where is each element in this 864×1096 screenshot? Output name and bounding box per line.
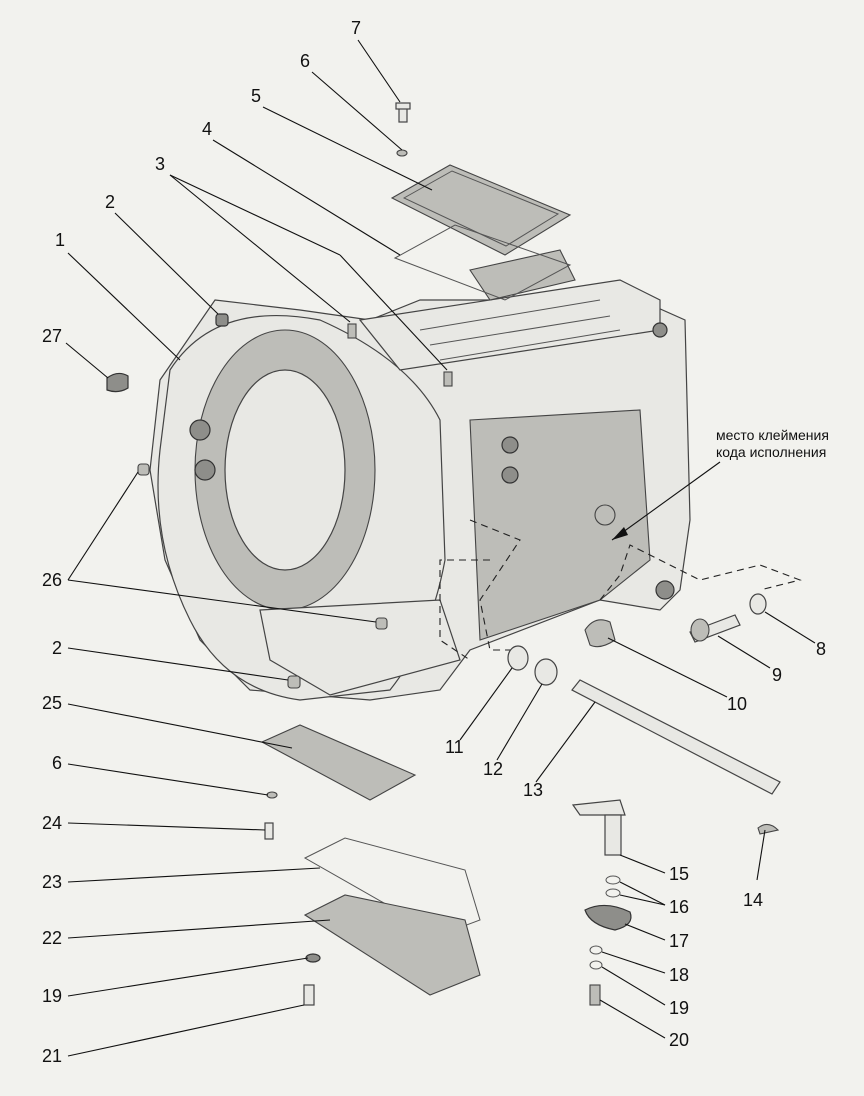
washer-18: [589, 945, 603, 955]
callout-4: 4: [202, 119, 212, 139]
ring-16b: [605, 888, 621, 898]
bolt-20: [589, 984, 601, 1006]
cover-25: [260, 724, 417, 801]
leader-lines: [65, 39, 816, 1057]
cover-5: [390, 164, 572, 256]
plug-26a: [137, 463, 150, 476]
shaft-13: [571, 679, 781, 795]
callout-13: 13: [523, 780, 543, 800]
stamping-note-line1: место клеймения: [716, 427, 829, 443]
callout-8: 8: [816, 639, 826, 659]
gasket-4: [393, 224, 572, 301]
callout-1: 1: [55, 230, 65, 250]
callout-6-top: 6: [300, 51, 310, 71]
plug-10: [584, 619, 616, 648]
gearbox-housing: [149, 249, 691, 701]
ring-11: [507, 645, 529, 671]
stamping-note-line2: кода исполнения: [716, 444, 826, 460]
cap-27: [106, 372, 129, 393]
callout-21: 21: [42, 1046, 62, 1066]
callout-9: 9: [772, 665, 782, 685]
plug-26b: [375, 617, 388, 630]
washer-19-left: [305, 953, 321, 963]
callout-18: 18: [669, 965, 689, 985]
callout-22: 22: [42, 928, 62, 948]
callout-15: 15: [669, 864, 689, 884]
callout-20: 20: [669, 1030, 689, 1050]
callout-6-bottom: 6: [52, 753, 62, 773]
callout-10: 10: [727, 694, 747, 714]
callout-14: 14: [743, 890, 763, 910]
pin-3a: [347, 323, 357, 339]
lever-15: [571, 799, 626, 856]
pan-22: [303, 894, 481, 996]
callout-12: 12: [483, 759, 503, 779]
stamping-note: место клеймения кода исполнения: [716, 427, 829, 460]
plug-2-top: [215, 313, 229, 327]
ring-12: [534, 658, 558, 686]
bolt-9: [689, 614, 741, 643]
callout-24: 24: [42, 813, 62, 833]
small-parts: [106, 102, 781, 1006]
arrowhead: [612, 527, 628, 540]
callout-5: 5: [251, 86, 261, 106]
bolt-7: [395, 102, 411, 123]
plate-17: [584, 904, 632, 931]
callout-3: 3: [155, 154, 165, 174]
callout-19-right: 19: [669, 998, 689, 1018]
plug-2-bottom: [287, 675, 301, 689]
callout-7: 7: [351, 18, 361, 38]
pin-3b: [443, 371, 453, 387]
callout-26: 26: [42, 570, 62, 590]
callout-23: 23: [42, 872, 62, 892]
callout-2-top: 2: [105, 192, 115, 212]
callout-27: 27: [42, 326, 62, 346]
callout-16: 16: [669, 897, 689, 917]
washer-6-top: [396, 149, 408, 157]
hidden-lines: [439, 519, 802, 661]
bolt-21: [303, 984, 315, 1006]
callout-17: 17: [669, 931, 689, 951]
callout-19-left: 19: [42, 986, 62, 1006]
washer-19-right: [589, 960, 603, 970]
washer-6-bottom: [266, 791, 278, 799]
callout-11: 11: [445, 737, 464, 757]
ring-8: [749, 593, 767, 615]
callout-numbers: 7 6 5 4 3 2 1 27 26 2 25 6 24 23 22 19 2…: [42, 18, 826, 1066]
ring-16a: [605, 875, 621, 885]
callout-2-bottom: 2: [52, 638, 62, 658]
callout-25: 25: [42, 693, 62, 713]
bolt-24: [264, 822, 274, 840]
key-14: [757, 823, 780, 835]
